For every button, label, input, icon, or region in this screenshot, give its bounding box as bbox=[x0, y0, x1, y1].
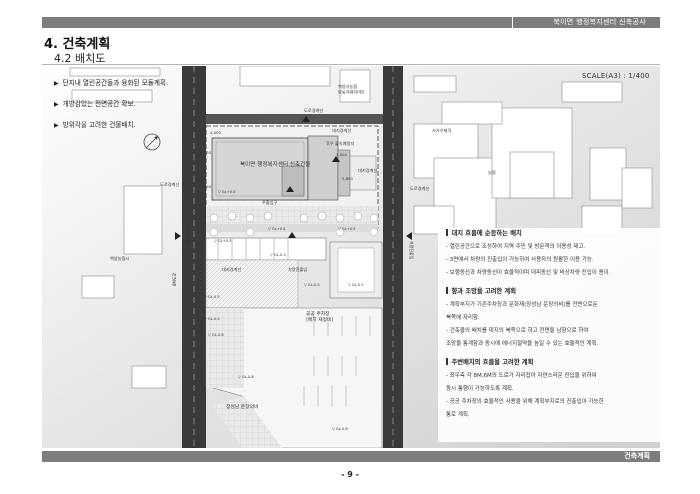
label-main-entrance: 주출입구 bbox=[262, 199, 278, 206]
summary-bullets: ▶단지내 열린공간들과 융화된 모듈계획.▶개방감있는 전면공간 확보.▶방위각… bbox=[54, 77, 204, 140]
notes-item: - 공공 주차장의 효율적인 사용을 위해 계획부지로의 진출입이 가능한 bbox=[446, 398, 604, 405]
label-road-line-left: 도로경계선 bbox=[160, 181, 179, 188]
footer-bar: 건축계획 bbox=[42, 451, 660, 462]
design-notes-panel: 대지 흐름에 순응하는 배치 - 열린공간으로 조성하여 지역 주민 및 방문객의… bbox=[438, 228, 660, 442]
label-main-building: 북이면 행정복지센터 신축건물 bbox=[240, 160, 310, 168]
summary-bullet-text: 단지내 열린공간들과 융화된 모듈계획. bbox=[62, 79, 169, 87]
label-dim-2000: 2,000 bbox=[200, 150, 211, 155]
label-dim-3600: 3,600 bbox=[200, 184, 211, 189]
notes-group-heading: 주변배치의 흐름을 고려한 계획 bbox=[446, 357, 660, 366]
notes-item: - 열린공간으로 조성하여 지역 주민 및 방문객의 이용성 제고. bbox=[446, 244, 586, 250]
label-level-11: ▽ GL-0.8 bbox=[238, 375, 254, 379]
notes-item: 조망을 통계함과 동시에 에너지절약을 높일 수 있는 효율적인 계획. bbox=[446, 340, 599, 347]
heading-bar-icon bbox=[446, 229, 448, 236]
road-top bbox=[206, 114, 383, 124]
label-level-3: ▽ GL+0.5 bbox=[338, 227, 355, 231]
label-level-6: ▽ GL-0.5 bbox=[304, 283, 320, 287]
label-level-7: ▽ GL-0.5 bbox=[348, 283, 364, 287]
label-level-9: ▽ GL-0.5 bbox=[204, 317, 220, 321]
label-level-4: ▽ GL+0.3 bbox=[214, 239, 231, 243]
plaza-trees bbox=[209, 211, 379, 237]
section-title: 4. 건축계획 bbox=[44, 37, 111, 52]
label-site-line-right: 대지경계선 bbox=[358, 167, 377, 174]
label-rear-parking: 후우 출속예정지 bbox=[326, 140, 354, 147]
triangle-bullet-icon: ▶ bbox=[54, 101, 59, 108]
label-road-line-top: 도로경계선 bbox=[304, 107, 323, 114]
label-level-12: ▽ GL-0.8 bbox=[332, 427, 348, 431]
north-arrow-icon bbox=[143, 133, 161, 151]
parking-hatch bbox=[205, 259, 299, 309]
label-dim-4000: 4,000 bbox=[210, 130, 221, 135]
triangle-bullet-icon: ▶ bbox=[54, 122, 59, 129]
notes-group-heading: 향과 조망을 고려한 계획 bbox=[446, 286, 660, 295]
notes-group: 주변배치의 흐름을 고려한 계획 - 좌우측 각 8M,6M의 도로가 자리잡아 … bbox=[438, 357, 660, 420]
notes-group: 대지 흐름에 순응하는 배치 - 열린공간으로 조성하여 지역 주민 및 방문객의… bbox=[438, 228, 660, 278]
notes-heading-text: 향과 조망을 고려한 계획 bbox=[451, 287, 517, 295]
summary-bullet-text: 방위각을 고려한 건물배치. bbox=[62, 121, 136, 129]
notes-item: - 보행동선과 차량동선이 효율적이며 대피동선 및 비상차량 진입이 용이. bbox=[446, 269, 611, 276]
notes-group-heading: 대지 흐름에 순응하는 배치 bbox=[446, 228, 660, 237]
heading-bar-icon bbox=[446, 357, 448, 365]
page-number: - 9 - bbox=[341, 470, 359, 479]
label-road-line-right: 도로경계선 bbox=[410, 185, 429, 192]
entrance-arrows bbox=[175, 116, 412, 240]
label-level-10: ▽ GL-0.8 bbox=[208, 333, 224, 337]
surrounding-buildings bbox=[69, 66, 653, 389]
label-level-2: ▽ GL+0.5 bbox=[268, 227, 285, 231]
label-level-8: ▽ GL-0.5 bbox=[204, 295, 220, 299]
summary-bullet: ▶방위각을 고려한 건물배치. bbox=[54, 119, 204, 129]
notes-heading-text: 대지 흐름에 순응하는 배치 bbox=[451, 230, 522, 237]
label-west-building: 백양농협시 bbox=[110, 255, 129, 262]
project-title: 북이면 행정복지센터 신축공사 bbox=[553, 18, 646, 26]
summary-bullet: ▶개방감있는 전면공간 확보. bbox=[54, 98, 204, 108]
heading-bar-icon bbox=[446, 286, 448, 294]
scale-label: SCALE(A3) : 1/400 bbox=[582, 72, 650, 80]
label-bldg-ne: 사가우제격 bbox=[432, 127, 451, 134]
label-dim-3000: 3,000 bbox=[336, 152, 347, 157]
label-bldg-e: 농협 bbox=[488, 169, 496, 175]
label-site-line-top: 대지경계선 bbox=[332, 127, 351, 134]
label-pavilion: 장성남 운장의비 bbox=[226, 403, 258, 410]
notes-item: 동시 통행이 가능하도록 계획. bbox=[446, 385, 514, 392]
notes-item: - 건축물의 배치를 대지의 북쪽으로 하고 전면을 남향으로 하여 bbox=[446, 327, 589, 334]
summary-bullet: ▶단지내 열린공간들과 융화된 모듈계획. bbox=[54, 77, 204, 87]
label-level-5: ▽ GL-0.3 bbox=[270, 253, 286, 257]
label-level-1: ▽ GL+0.5 bbox=[218, 190, 235, 194]
label-public-parking: 공공 주차장(배치 재정비) bbox=[306, 310, 333, 323]
notes-heading-text: 주변배치의 흐름을 고려한 계획 bbox=[451, 358, 534, 366]
notes-group: 향과 조망을 고려한 계획 - 계획부지가 기존주차장과 문화재(장성남 운장의비… bbox=[438, 286, 660, 349]
notes-item: 통로 계획. bbox=[446, 411, 470, 418]
notes-item: - 좌우측 각 8M,6M의 도로가 자리잡아 자연스러운 진입을 위하여 bbox=[446, 372, 597, 379]
summary-bullet-text: 개방감있는 전면공간 확보. bbox=[62, 100, 136, 108]
parking-west-paving bbox=[206, 308, 244, 388]
notes-item: 북쪽에 자리함. bbox=[446, 314, 480, 321]
label-site-line-mid: 대지경계선 bbox=[222, 266, 241, 273]
footer-label: 건축계획 bbox=[624, 452, 650, 460]
label-car-access-left: 차량진출입 bbox=[185, 227, 191, 246]
title-underline bbox=[42, 64, 660, 65]
label-dim-5800: 5,800 bbox=[342, 176, 353, 181]
label-road-8m: 8M도로 bbox=[172, 272, 177, 286]
label-car-access-right: 차량진출입 bbox=[409, 241, 415, 260]
header-divider bbox=[512, 17, 513, 28]
notes-item: - 3면에서 차량의 진출입이 가능하여 사용자의 원활한 이용 가능. bbox=[446, 256, 594, 263]
label-car-entrance: 차량진출입 bbox=[288, 266, 307, 273]
notes-item: - 계획부지가 기존주차장과 문화재(장성남 운장의비)를 전면으로둔 bbox=[446, 301, 598, 308]
header-bar: 북이면 행정복지센터 신축공사 bbox=[42, 17, 660, 28]
section-subtitle: 4.2 배치도 bbox=[54, 52, 106, 65]
triangle-bullet-icon: ▶ bbox=[54, 80, 59, 87]
